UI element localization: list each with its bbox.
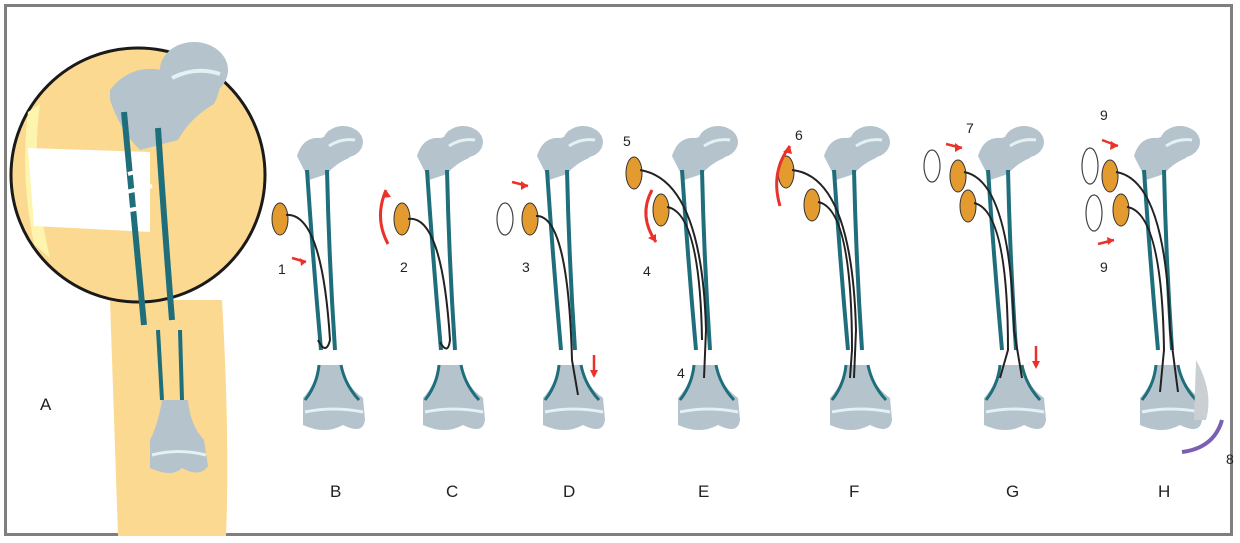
step-number: 2 [400,259,408,275]
nail-handle-2 [653,194,669,226]
panel-f: 6 F [777,126,892,501]
step-number: 9 [1100,259,1108,275]
step-number: 4 [677,365,685,381]
panel-h: 9 9 8 H [1082,107,1234,501]
nail-handle-1 [626,157,642,189]
rotation-arrow [380,190,388,244]
knee-shadow [1194,360,1208,420]
femur-bone [672,126,740,430]
nail-handle [522,203,538,235]
femur-bone [978,126,1046,430]
previous-handle-outline [1082,148,1098,184]
panel-g: 7 G [924,120,1046,501]
panel-e: 5 4 4 E [623,126,740,501]
step-number: 3 [522,259,530,275]
guide-rod [408,219,450,349]
femur-bone [824,126,892,430]
previous-handle-outline [924,150,940,182]
nail-handle-2 [1113,194,1129,226]
nail-handle [394,203,410,235]
step-number: 7 [966,120,974,136]
nail-handle-1 [1102,160,1118,192]
step-number: 9 [1100,107,1108,123]
previous-handle-outline [497,203,513,235]
femur-bone [417,126,485,430]
panel-b-label: B [330,482,341,501]
panel-a: A [11,42,265,536]
panel-b: 1 B [272,126,365,501]
nail-handle [272,203,288,235]
panel-c: 2 C [380,126,485,501]
step-number: 4 [643,263,651,279]
step-number: 6 [795,127,803,143]
femur-bone [1134,126,1202,430]
femur-bone [537,126,605,430]
panel-f-label: F [849,482,859,501]
guide-rod-2 [1127,207,1164,392]
nail-handle-1 [950,160,966,192]
previous-handle-outline [1086,195,1102,231]
panel-e-label: E [698,482,709,501]
nail-handle-2 [960,190,976,222]
nail-handle-2 [804,189,820,221]
femur-bone [297,126,365,430]
panel-c-label: C [446,482,458,501]
panel-a-label: A [40,395,52,414]
panel-d: 3 D [497,126,605,501]
panel-d-label: D [563,482,575,501]
panel-h-label: H [1158,482,1170,501]
panel-g-label: G [1006,482,1019,501]
step-number: 5 [623,133,631,149]
guide-rod [286,215,330,348]
guide-rod-2 [818,202,852,378]
step-number: 8 [1226,451,1234,467]
step-number: 1 [278,261,286,277]
